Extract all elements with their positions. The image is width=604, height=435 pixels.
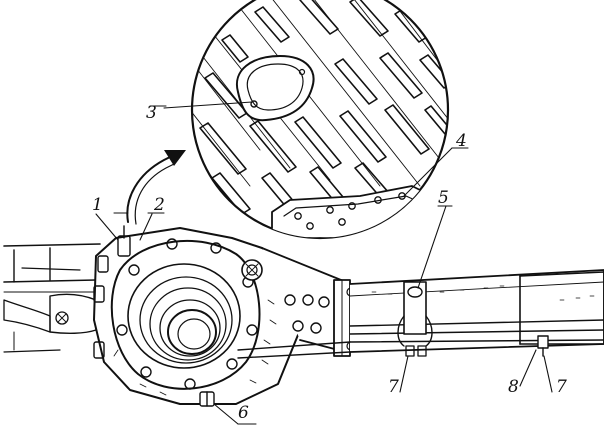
callout-leaders: [95, 105, 553, 425]
flange-bolts: [116, 238, 258, 390]
callout-7b: 7: [556, 377, 567, 397]
pinion-shaft: [127, 263, 241, 369]
callout-8: 8: [508, 377, 519, 397]
callout-3: 3: [146, 103, 157, 123]
callout-labels: 1 2 3 4 5 6 7 8 7: [92, 103, 567, 423]
axle-tube: [237, 247, 604, 359]
inspection-cover: [235, 55, 315, 122]
callout-1: 1: [92, 195, 103, 215]
callout-2: 2: [153, 195, 165, 215]
differential-housing: [93, 225, 301, 407]
callout-6: 6: [238, 403, 249, 423]
callout-4: 4: [455, 131, 467, 151]
callout-7a: 7: [388, 377, 399, 397]
frame-structure: [3, 243, 101, 353]
spring-clamp: [397, 281, 433, 357]
filler-plug: [241, 259, 263, 281]
magnified-inset: [163, 0, 453, 240]
view-arrow: [126, 150, 186, 225]
drain-plug: [199, 391, 215, 407]
callout-5: 5: [438, 188, 449, 208]
